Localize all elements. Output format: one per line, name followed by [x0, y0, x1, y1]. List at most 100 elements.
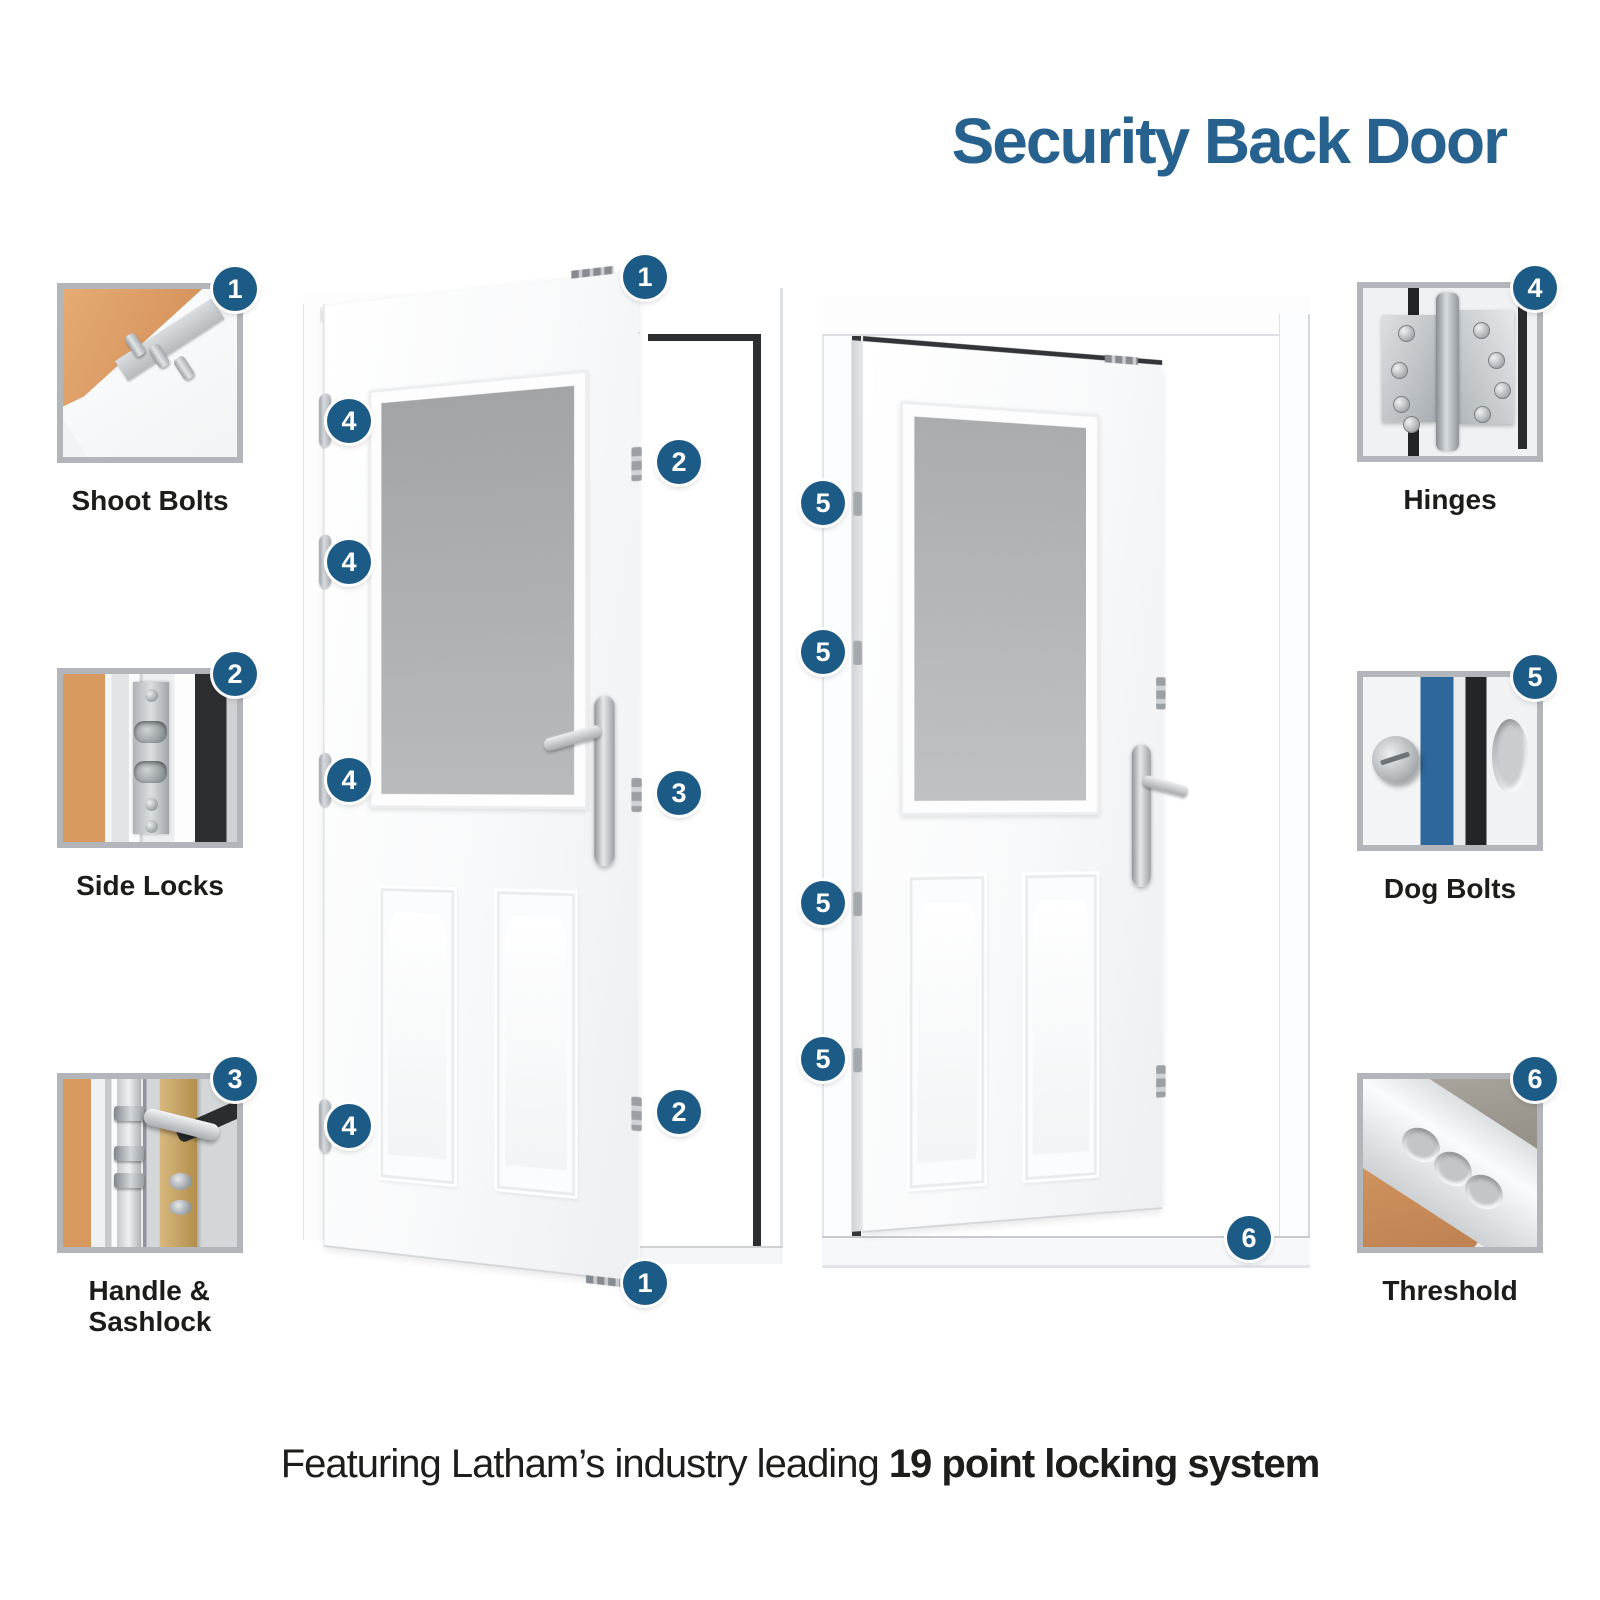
door2-threshold — [822, 1236, 1310, 1268]
feature-label: Handle & Sashlock — [88, 1275, 212, 1338]
door1-glass-panel — [381, 385, 575, 795]
feature-hinges: 4 Hinges — [1357, 266, 1557, 515]
feature-label: Shoot Bolts — [71, 485, 229, 516]
door2-dog-bolt-icon — [853, 1048, 862, 1073]
door2-left-panel-field — [917, 901, 976, 1162]
door2-frame-right-jamb — [1279, 314, 1310, 1268]
callout-shoot-bolts-bottom: 1 — [623, 1261, 667, 1305]
latch-icon — [114, 1173, 144, 1189]
door2-left-panel — [906, 873, 987, 1193]
callout-side-lock-bottom: 2 — [657, 1090, 701, 1134]
shoot-bolts-photo — [57, 283, 243, 463]
footer-caption: Featuring Latham’s industry leading 19 p… — [0, 1442, 1600, 1487]
door2-handle — [1131, 743, 1190, 887]
door1-side-lock-icon — [631, 1096, 642, 1132]
door2-top-shoot-bolt-icon — [1104, 354, 1138, 365]
feature-number-badge: 4 — [1513, 266, 1557, 310]
door2-dog-bolt-icon — [853, 640, 862, 665]
door2-frame-left-jamb — [822, 296, 855, 1268]
door1-sashlock-keep-icon — [631, 777, 642, 813]
door2-lock-keep-icon — [1156, 677, 1166, 710]
screw-icon — [1403, 415, 1421, 433]
door2-glass-panel — [914, 416, 1086, 802]
feature-number-badge: 3 — [213, 1057, 257, 1101]
callout-shoot-bolts-top: 1 — [623, 255, 667, 299]
caption-highlight: 19 point locking system — [888, 1442, 1320, 1486]
feature-label: Side Locks — [76, 870, 224, 901]
keep-recess-icon — [1491, 719, 1529, 793]
door-gap-graphic — [1517, 294, 1527, 450]
caption-lead: Featuring Latham’s industry leading — [280, 1442, 889, 1486]
door2-leaf — [851, 340, 1190, 1233]
door1-frame-outer-edge — [780, 288, 783, 1262]
keyhole-icon — [169, 1199, 192, 1216]
page-title: Security Back Door — [951, 105, 1508, 177]
screw-icon — [1390, 361, 1408, 379]
door2-dog-bolt-icon — [853, 892, 862, 917]
door1-top-shoot-bolt-icon — [571, 265, 614, 279]
screw-icon — [1493, 382, 1511, 400]
callout-threshold: 6 — [1227, 1216, 1271, 1260]
door2-glazing-frame — [900, 400, 1100, 817]
callout-hinge-2: 4 — [327, 540, 371, 584]
feature-threshold: 6 Threshold — [1357, 1057, 1557, 1306]
door1-left-panel-field — [388, 912, 447, 1160]
feature-label: Dog Bolts — [1383, 873, 1517, 904]
hinges-photo — [1357, 282, 1543, 462]
door1-threshold — [640, 1246, 783, 1264]
brass-backplate-graphic — [160, 1079, 197, 1247]
hinges-scene — [1363, 288, 1537, 456]
screw-icon — [1474, 405, 1492, 423]
door2-hinge-edge — [851, 340, 863, 1232]
door2 — [851, 340, 1192, 1233]
screw-icon — [144, 820, 158, 834]
screw-icon — [1397, 324, 1415, 342]
callout-dog-bolt-4: 5 — [801, 1037, 845, 1081]
door2-lock-keep-icon — [1156, 1065, 1166, 1098]
side-locks-scene — [63, 674, 237, 842]
door1-right-panel-field — [505, 916, 567, 1171]
callout-hinge-4: 4 — [327, 1104, 371, 1148]
feature-number-badge: 6 — [1513, 1057, 1557, 1101]
side-locks-photo — [57, 668, 243, 848]
side-lock-bolt-icon — [134, 761, 168, 784]
screw-icon — [1392, 395, 1410, 413]
door2-right-panel — [1022, 871, 1100, 1184]
callout-dog-bolt-2: 5 — [801, 630, 845, 674]
callout-hinge-1: 4 — [327, 399, 371, 443]
door1-side-lock-icon — [631, 446, 642, 482]
handle-sashlock-scene — [63, 1079, 237, 1247]
door1-right-panel — [494, 887, 579, 1200]
callout-dog-bolt-3: 5 — [801, 881, 845, 925]
latch-icon — [114, 1146, 144, 1162]
euro-cylinder-icon — [169, 1173, 192, 1190]
door1-left-panel — [377, 884, 457, 1188]
callout-handle-sashlock: 3 — [657, 771, 701, 815]
feature-label: Threshold — [1382, 1275, 1518, 1306]
shoot-bolts-scene — [63, 289, 237, 457]
screw-icon — [1472, 321, 1490, 339]
feature-number-badge: 2 — [213, 652, 257, 696]
screw-icon — [144, 689, 158, 703]
dog-bolts-photo — [1357, 671, 1543, 851]
side-lock-bolt-icon — [134, 721, 168, 743]
feature-number-badge: 5 — [1513, 655, 1557, 699]
feature-side-locks: 2 Side Locks — [57, 652, 257, 901]
door2-right-panel-field — [1033, 899, 1090, 1155]
door2-frame-head — [822, 296, 1310, 336]
threshold-photo — [1357, 1073, 1543, 1253]
threshold-scene — [1363, 1079, 1537, 1247]
door1-frame-head-seal — [648, 334, 761, 341]
feature-handle-sashlock: 3 Handle & Sashlock — [57, 1057, 257, 1338]
dog-bolts-scene — [1363, 677, 1537, 845]
door1-frame-jamb-seal — [753, 334, 761, 1246]
door2-dog-bolt-icon — [853, 491, 862, 516]
door2-handle-lever-icon — [1141, 773, 1190, 798]
callout-hinge-3: 4 — [327, 758, 371, 802]
latch-icon — [114, 1105, 144, 1121]
feature-label: Hinges — [1403, 484, 1497, 515]
screw-icon — [1488, 351, 1506, 369]
lock-faceplate-graphic — [116, 1079, 142, 1247]
door1-handle — [542, 695, 615, 867]
